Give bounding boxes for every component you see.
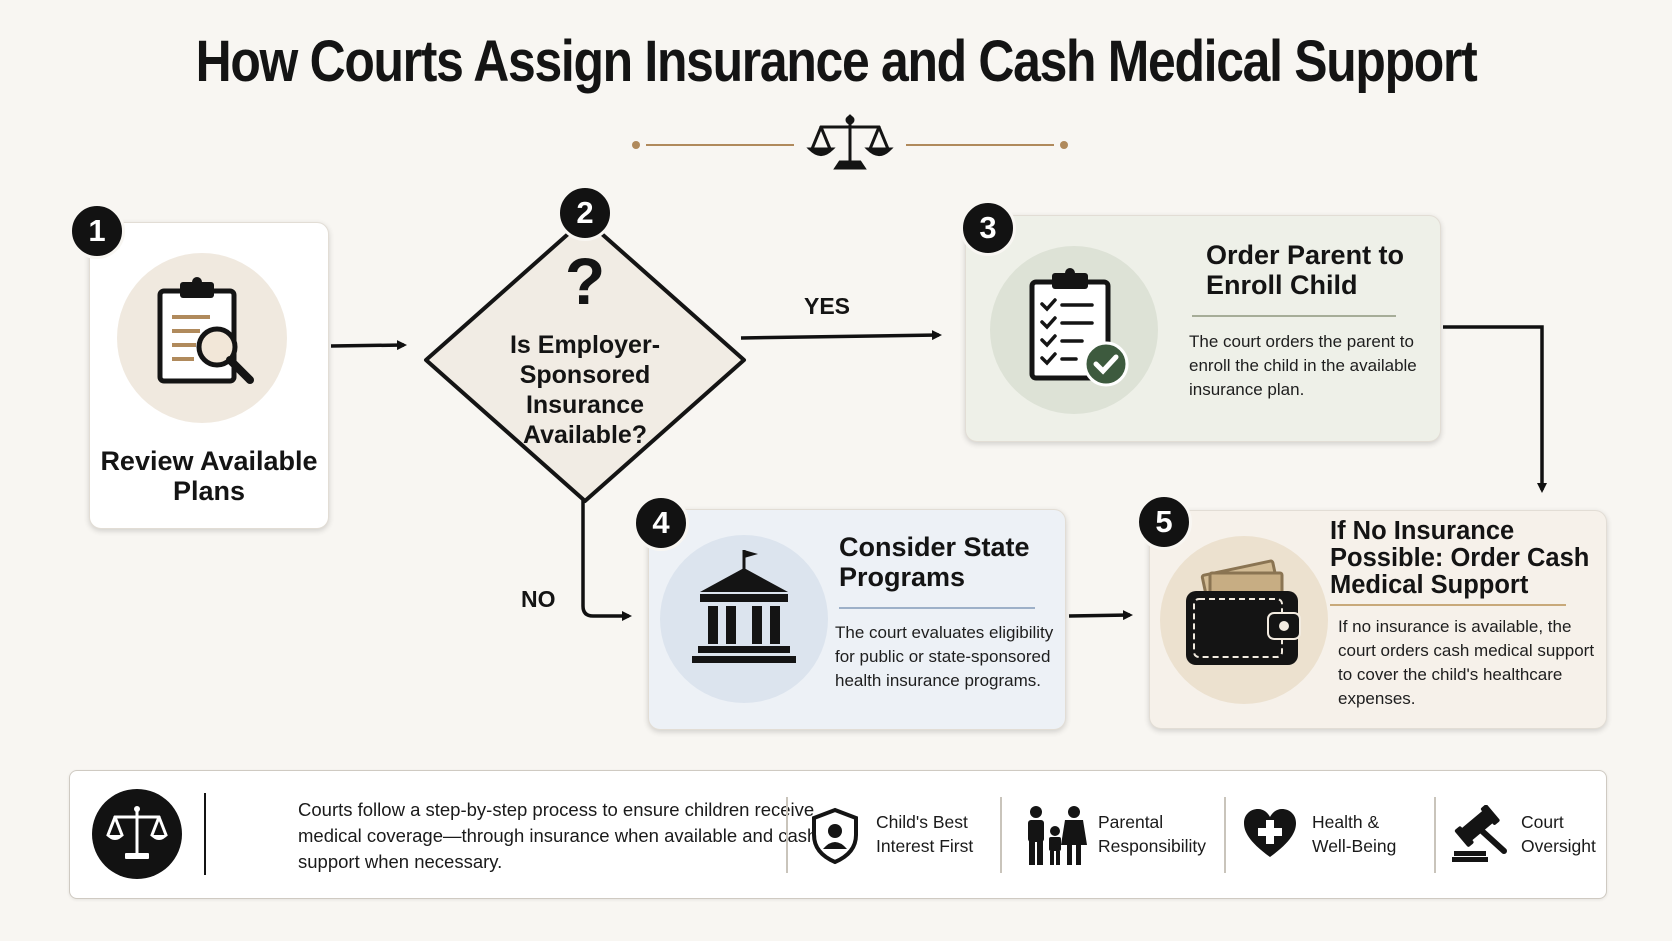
value-separator bbox=[1224, 797, 1226, 873]
step-4-badge: 4 bbox=[633, 495, 689, 551]
clipboard-checklist-icon bbox=[1029, 268, 1129, 387]
value-label-court-oversight: Court Oversight bbox=[1521, 812, 1596, 856]
value-label-best-interest: Child's Best Interest First bbox=[876, 812, 974, 856]
arrow-step1-to-step2 bbox=[330, 340, 407, 351]
step-5-description: If no insurance is available, the court … bbox=[1338, 617, 1595, 708]
arrow-yes bbox=[740, 330, 942, 341]
edge-label-yes: YES bbox=[804, 293, 851, 319]
shield-person-icon bbox=[812, 807, 858, 865]
gavel-icon bbox=[1452, 805, 1507, 862]
family-icon bbox=[1028, 806, 1087, 865]
step-4-card: Consider State Programs The court evalua… bbox=[648, 509, 1066, 730]
value-separator bbox=[1000, 797, 1002, 873]
step-4-description: The court evaluates eligibility for publ… bbox=[835, 623, 1054, 690]
step-5-title: If No Insurance Possible: Order Cash Med… bbox=[1330, 517, 1590, 599]
step-4-divider bbox=[839, 607, 1035, 609]
value-label-parental-responsibility: Parental Responsibility bbox=[1098, 812, 1206, 856]
page-title: How Courts Assign Insurance and Cash Med… bbox=[195, 29, 1478, 94]
edge-label-no: NO bbox=[521, 586, 556, 612]
government-building-icon bbox=[692, 550, 796, 663]
clipboard-magnifier-icon bbox=[157, 277, 254, 384]
step-1-badge: 1 bbox=[69, 203, 125, 259]
decision-diamond bbox=[424, 217, 746, 503]
heart-cross-icon bbox=[1244, 809, 1296, 857]
step-3-description: The court orders the parent to enroll th… bbox=[1189, 332, 1417, 399]
step-4-title: Consider State Programs bbox=[839, 532, 1030, 592]
question-mark-icon: ? bbox=[564, 244, 606, 318]
summary-divider bbox=[204, 793, 206, 875]
scales-of-justice-icon bbox=[106, 806, 168, 859]
scales-of-justice-icon bbox=[806, 114, 894, 170]
step-1-card: Review Available Plans bbox=[89, 222, 329, 529]
step-3-badge: 3 bbox=[960, 200, 1016, 256]
step-3-title: Order Parent to Enroll Child bbox=[1206, 240, 1405, 300]
step-1-title: Review Available Plans bbox=[100, 446, 318, 506]
value-separator bbox=[786, 797, 788, 873]
summary-panel: Courts follow a step-by-step process to … bbox=[69, 770, 1607, 899]
step-5-divider bbox=[1330, 604, 1566, 606]
value-separator bbox=[1434, 797, 1436, 873]
value-label-health-wellbeing: Health & Well-Being bbox=[1312, 812, 1397, 856]
step-2-badge: 2 bbox=[557, 185, 613, 241]
arrow-step4-to-step5 bbox=[1068, 610, 1133, 621]
step-3-divider bbox=[1192, 315, 1396, 317]
step-3-card: Order Parent to Enroll Child The court o… bbox=[965, 215, 1441, 442]
step-5-card: If No Insurance Possible: Order Cash Med… bbox=[1149, 510, 1607, 729]
step-2-question: Is Employer-Sponsored Insurance Availabl… bbox=[509, 331, 661, 449]
summary-text: Courts follow a step-by-step process to … bbox=[298, 799, 818, 872]
wallet-cash-icon bbox=[1186, 559, 1301, 665]
arrow-no bbox=[581, 500, 632, 621]
header-ornament bbox=[632, 114, 1068, 170]
arrow-step3-to-step5 bbox=[1443, 325, 1547, 493]
step-5-badge: 5 bbox=[1136, 494, 1192, 550]
